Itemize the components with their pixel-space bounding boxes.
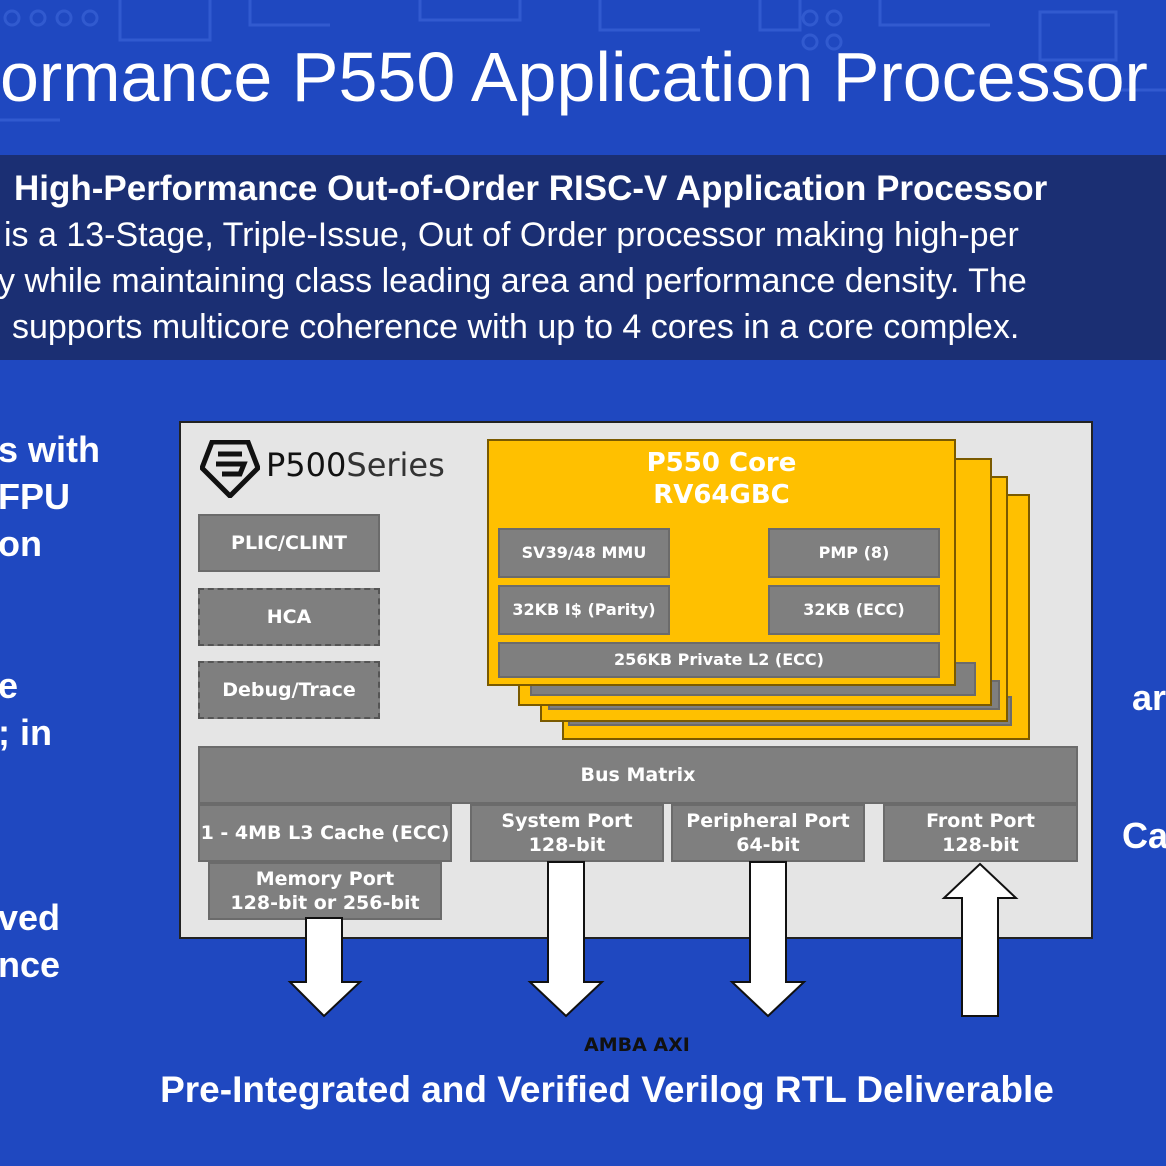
front-port-width: 128-bit	[942, 834, 1019, 856]
hca-block: HCA	[198, 588, 380, 646]
summary-band: High-Performance Out-of-Order RISC-V App…	[0, 155, 1166, 360]
l2-block: 256KB Private L2 (ECC)	[498, 642, 940, 678]
debug-trace-block: Debug/Trace	[198, 661, 380, 719]
summary-line-3: supports multicore coherence with up to …	[12, 308, 1020, 346]
deliverable-caption: Pre-Integrated and Verified Verilog RTL …	[160, 1069, 1054, 1110]
front-port: Front Port 128-bit	[883, 804, 1078, 862]
right-bullet-1: ar	[1132, 677, 1166, 718]
bus-matrix: Bus Matrix	[198, 746, 1078, 804]
left-bullet-1-line-1: s with	[0, 429, 101, 470]
front-port-arrow	[941, 862, 1019, 1017]
summary-heading: High-Performance Out-of-Order RISC-V App…	[14, 169, 1048, 208]
left-bullet-2: e ; in	[0, 662, 52, 756]
left-bullet-2-line-1: e	[0, 665, 19, 706]
memory-port: Memory Port 128-bit or 256-bit	[208, 862, 442, 920]
logo-sub: Series	[346, 446, 445, 484]
left-bullet-3: ved nce	[0, 894, 60, 988]
system-port-arrow	[527, 861, 605, 1018]
peripheral-port-label: Peripheral Port	[686, 810, 850, 832]
core-isa: RV64GBC	[653, 480, 790, 510]
left-bullet-3-line-2: nce	[0, 944, 61, 985]
page-title: ormance P550 Application Processor	[0, 38, 1148, 116]
l3-cache-block: 1 - 4MB L3 Cache (ECC)	[198, 804, 452, 862]
pmp-block: PMP (8)	[768, 528, 940, 578]
memory-port-width: 128-bit or 256-bit	[230, 892, 420, 914]
left-bullet-2-line-2: ; in	[0, 712, 52, 753]
system-port-width: 128-bit	[528, 834, 606, 856]
summary-line-2: y while maintaining class leading area a…	[0, 262, 1027, 300]
peripheral-port-arrow	[729, 861, 807, 1018]
system-port: System Port 128-bit	[470, 804, 664, 862]
sifive-logo-icon	[200, 440, 260, 498]
summary-line-1: is a 13-Stage, Triple-Issue, Out of Orde…	[4, 216, 1019, 254]
memory-port-arrow	[287, 917, 363, 1018]
front-port-label: Front Port	[926, 810, 1035, 832]
left-bullet-3-line-1: ved	[0, 897, 61, 938]
left-bullet-1: s with FPU on	[0, 426, 100, 567]
left-bullet-1-line-2: FPU	[0, 476, 70, 517]
core-title: P550 Core	[646, 448, 797, 478]
peripheral-port-width: 64-bit	[736, 834, 800, 856]
amba-axi-label: AMBA AXI	[584, 1034, 690, 1056]
memory-port-label: Memory Port	[255, 868, 395, 890]
peripheral-port: Peripheral Port 64-bit	[671, 804, 865, 862]
mmu-block: SV39/48 MMU	[498, 528, 670, 578]
series-logo-text: P500Series	[266, 446, 445, 484]
plic-clint-block: PLIC/CLINT	[198, 514, 380, 572]
system-port-label: System Port	[501, 810, 633, 832]
dcache-block: 32KB (ECC)	[768, 585, 940, 635]
right-bullet-2: Ca	[1122, 815, 1166, 856]
circuit-background	[0, 0, 1166, 122]
left-bullet-1-line-3: on	[0, 523, 42, 564]
logo-main: P500	[266, 446, 347, 484]
icache-block: 32KB I$ (Parity)	[498, 585, 670, 635]
